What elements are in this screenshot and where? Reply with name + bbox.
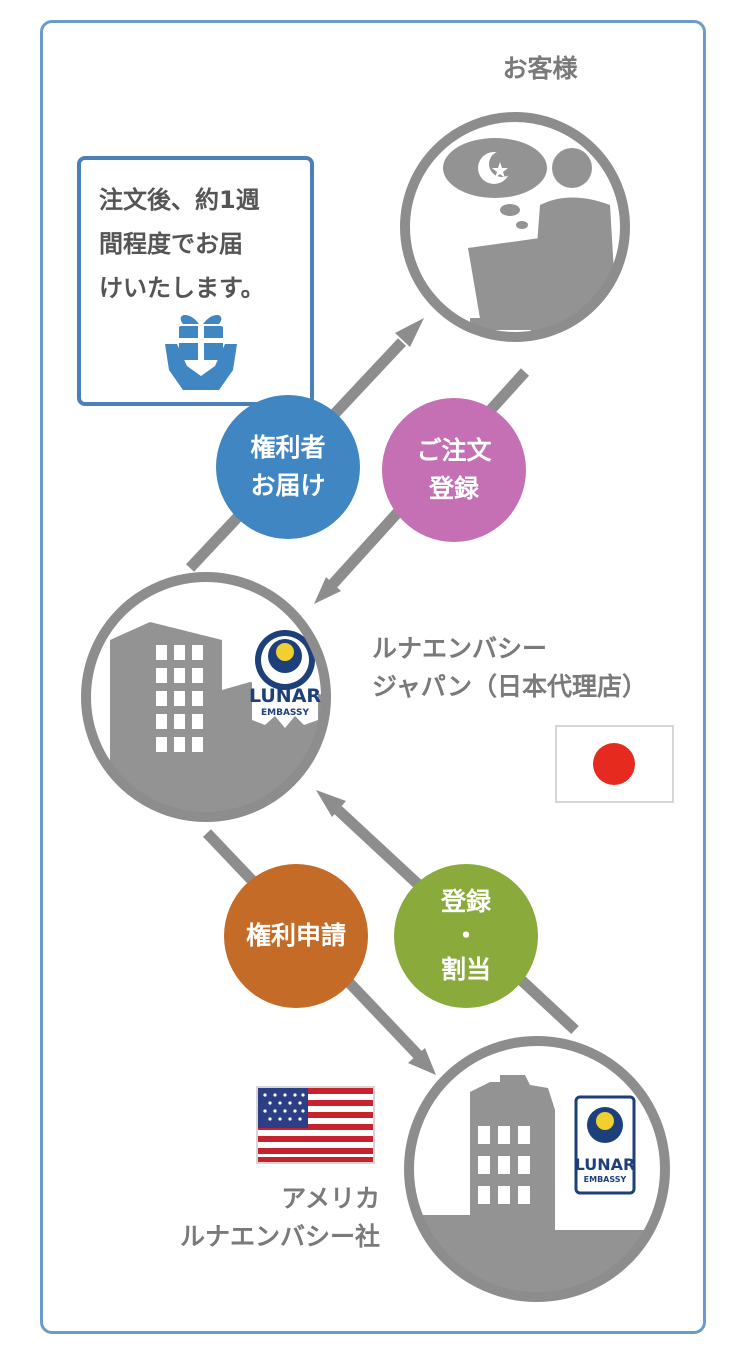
arrowheads [314,318,436,1075]
gift-box-hands-icon [165,314,237,390]
moon-star-icon [478,151,515,184]
delivery-note-box: 注文後、約1週 間程度でお届 けいたします。 [77,156,314,406]
step-register-line-3: 割当 [440,955,491,984]
lunar-embassy-badge-logo: LUNAR EMBASSY [574,1095,636,1195]
usa-flag-icon [256,1086,375,1164]
step-order-line-1: ご注文 [416,436,492,465]
japan-flag-icon [555,725,674,803]
note-line-2: 間程度でお届 [99,230,243,258]
agent-label: ルナエンバシー ジャパン（日本代理店） [372,630,692,706]
step-deliver-line-2: お届け [250,471,326,500]
arrowhead-to-agent-top [314,577,341,604]
step-register-line-2: ・ [453,921,479,950]
step-deliver-line-1: 権利者 [250,433,326,462]
step-bubble-deliver: 権利者 お届け [216,395,360,539]
step-bubble-apply: 権利申請 [224,864,368,1008]
step-register-line-1: 登録 [440,887,491,916]
us-company-label: アメリカ ルナエンバシー社 [110,1180,380,1256]
svg-text:EMBASSY: EMBASSY [584,1175,627,1184]
svg-text:LUNAR: LUNAR [575,1155,636,1174]
note-line-1: 注文後、約1週 [99,186,260,214]
us-label-line-1: アメリカ [281,1184,380,1213]
arrowhead-to-customer [395,318,424,347]
step-apply-line-1: 権利申請 [245,921,346,950]
agent-node: LUNAR EMBASSY [81,572,331,822]
svg-text:EMBASSY: EMBASSY [261,708,309,718]
step-bubble-register: 登録 ・ 割当 [394,864,538,1008]
svg-text:LUNAR: LUNAR [249,685,321,707]
agent-label-line-2: ジャパン（日本代理店） [372,672,648,701]
customer-label: お客様 [502,54,578,83]
agent-label-line-1: ルナエンバシー [372,634,548,663]
arrowhead-to-us [408,1048,436,1075]
us-label-line-2: ルナエンバシー社 [179,1222,380,1251]
lunar-embassy-seal-logo: LUNAR EMBASSY [249,628,321,728]
step-bubble-order: ご注文 登録 [382,398,526,542]
step-order-line-2: 登録 [428,474,479,503]
customer-node [400,112,630,342]
us-company-node: LUNAR EMBASSY [404,1036,670,1302]
arrowhead-to-agent-bottom [316,790,346,817]
note-line-3: けいたします。 [99,274,265,302]
delivery-note-text: 注文後、約1週 間程度でお届 けいたします。 [99,178,299,310]
